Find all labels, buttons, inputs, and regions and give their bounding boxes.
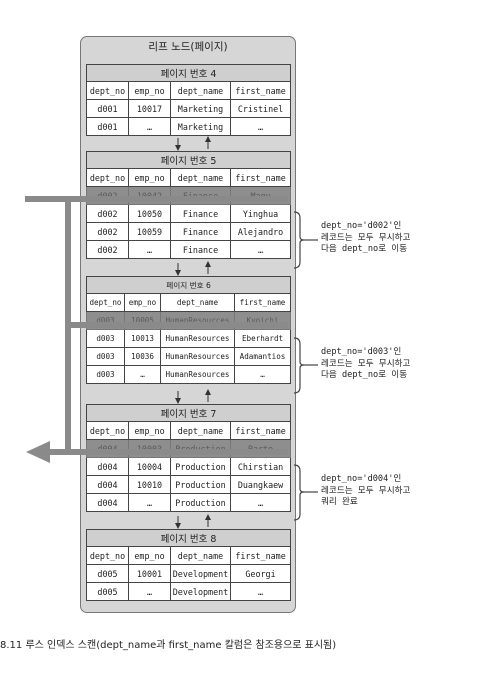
- cell: …: [128, 493, 171, 512]
- header-cell: dept_no: [86, 546, 129, 565]
- page-table-8: 페이지 번호 8 dept_no emp_no dept_name first_…: [85, 529, 292, 601]
- page-title: 페이지 번호 6: [85, 276, 292, 294]
- scan-exit-arrow-icon: [26, 441, 50, 463]
- cell: …: [229, 117, 292, 136]
- header-cell: first_name: [229, 168, 292, 187]
- cell: …: [229, 493, 292, 512]
- page-title: 페이지 번호 5: [85, 151, 292, 169]
- page-table-4: 페이지 번호 4 dept_no emp_no dept_name first_…: [85, 64, 292, 136]
- table-row: d004 10010 Production Duangkaew: [86, 475, 292, 494]
- table-row: d005 … Development …: [86, 582, 292, 601]
- table-row: d003 … HumanResources …: [86, 365, 292, 384]
- header-cell: dept_name: [170, 168, 231, 187]
- header-cell: first_name: [229, 546, 292, 565]
- table-row: d001 … Marketing …: [86, 117, 292, 136]
- container-title: 리프 노드(페이지): [148, 41, 228, 53]
- header-cell: emp_no: [128, 168, 171, 187]
- brace-icon: [293, 211, 305, 269]
- cell: …: [229, 240, 292, 259]
- brace-icon: [293, 337, 305, 394]
- header-cell: dept_no: [86, 293, 125, 312]
- figure-caption: 8.11 루스 인덱스 스캔(dept_name과 first_name 칼럼은…: [0, 640, 337, 651]
- table-row: d004 … Production …: [86, 493, 292, 512]
- header-cell: dept_name: [170, 546, 231, 565]
- note-d003: dept_no='d003'인 레코드는 모두 무시하고 다음 dept_no로…: [321, 347, 411, 380]
- header-cell: emp_no: [128, 546, 171, 565]
- brace-icon: [293, 464, 305, 521]
- table-row: d002 10059 Finance Alejandro: [86, 222, 292, 241]
- header-cell: dept_name: [170, 81, 231, 100]
- header-cell: dept_no: [86, 168, 129, 187]
- table-row: d002 … Finance …: [86, 240, 292, 259]
- scan-path: [25, 196, 288, 455]
- cell: d002: [86, 240, 129, 259]
- cell: …: [128, 117, 171, 136]
- cell: HumanResources: [160, 365, 235, 384]
- table-row: d003 10036 HumanResources Adamantios: [86, 347, 292, 366]
- header-cell: emp_no: [124, 293, 161, 312]
- header-cell: first_name: [229, 81, 292, 100]
- cell: …: [233, 365, 292, 384]
- table-row: d005 10001 Development Georgi: [86, 564, 292, 583]
- header-cell: first_name: [229, 421, 292, 440]
- table-row: d004 10004 Production Chirstian: [86, 457, 292, 476]
- page-title: 페이지 번호 4: [85, 64, 292, 82]
- header-cell: emp_no: [128, 421, 171, 440]
- note-d004: dept_no='d004'인 레코드는 모두 무시하고 쿼리 완료: [321, 474, 411, 507]
- note-d002: dept_no='d002'인 레코드는 모두 무시하고 다음 dept_no로…: [321, 221, 411, 254]
- cell: …: [229, 582, 292, 601]
